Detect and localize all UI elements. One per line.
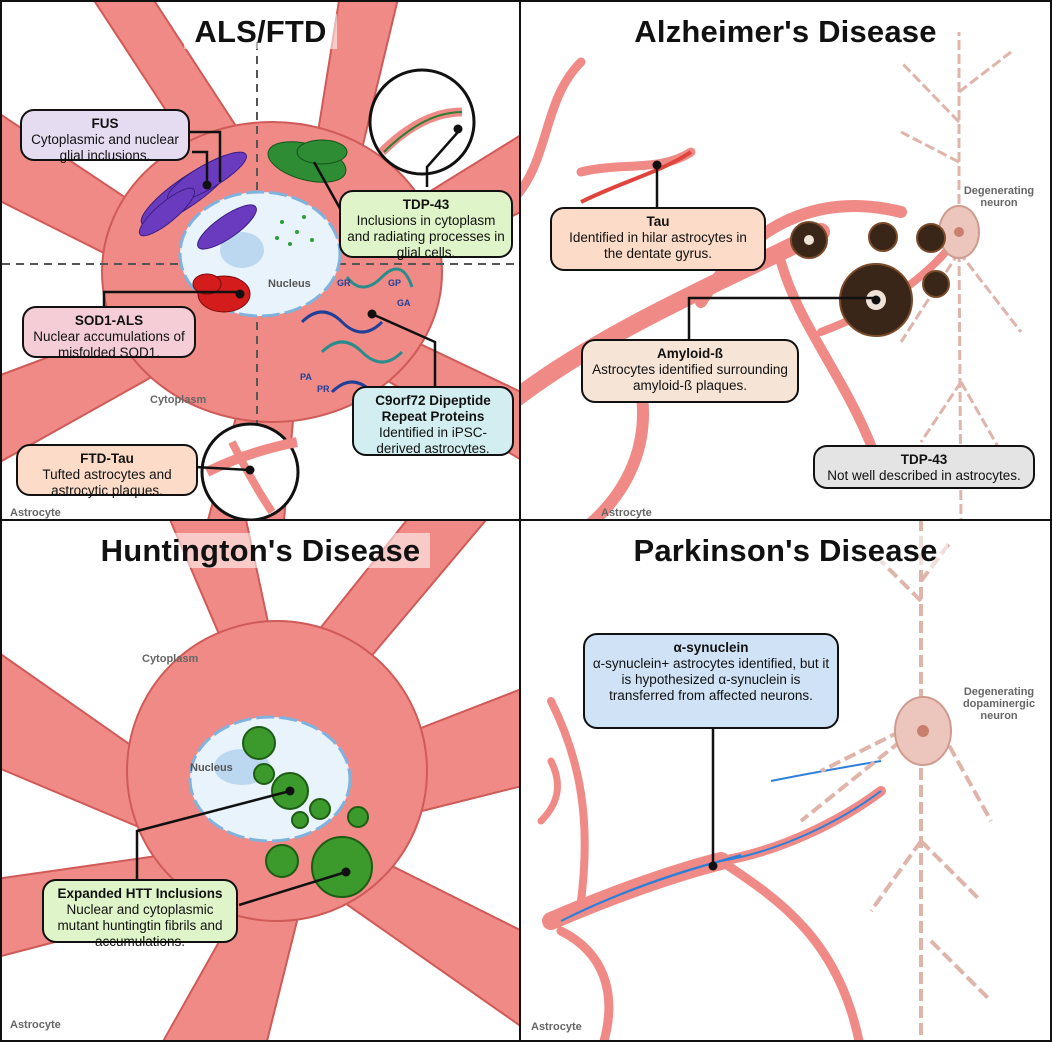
astrocyte-process	[556, 926, 614, 1040]
c9orf72-heading: C9orf72 Dipeptide Repeat Proteins	[375, 393, 491, 424]
astrocyte-process	[547, 697, 589, 905]
synuclein-heading: α-synuclein	[673, 640, 749, 655]
dpr-label: PA	[300, 372, 312, 382]
c9orf72-body: Identified in iPSC-derived astrocytes.	[376, 425, 490, 456]
sod1-heading: SOD1-ALS	[74, 313, 144, 328]
tau-heading: Tau	[646, 214, 670, 229]
nucleus-label: Nucleus	[190, 762, 233, 774]
tdp43-box: TDP-43 Inclusions in cytoplasm and radia…	[339, 190, 513, 260]
tdp43-body: Not well described in astrocytes.	[827, 468, 1021, 483]
pd-illustration	[537, 521, 993, 1040]
dpr-label: GR	[337, 278, 351, 288]
dpr-label: GP	[388, 278, 402, 288]
panel-title: ALS/FTD	[184, 14, 337, 49]
amyloid-box: Amyloid-ß Astrocytes identified surround…	[581, 339, 799, 403]
tau-box: Tau Identified in hilar astrocytes in th…	[550, 207, 766, 271]
panel-parkinsons: Parkinson's Disease Degenerating dopamin…	[519, 519, 1052, 1042]
cytoplasm-label: Cytoplasm	[142, 653, 199, 665]
amyloid-body: Astrocytes identified surrounding amyloi…	[592, 362, 788, 393]
astrocyte-process	[716, 856, 864, 1040]
htt-heading: Expanded HTT Inclusions	[57, 886, 223, 901]
alz-illustration	[521, 32, 1023, 519]
synuclein-body: α-synuclein+ astrocytes identified, but …	[592, 656, 830, 703]
hd-astrocyte-illustration	[2, 521, 519, 1040]
astrocyte-process	[695, 200, 907, 308]
dpr-label: PR	[317, 384, 330, 394]
astrocyte-label: Astrocyte	[10, 1019, 61, 1031]
astrocyte-label: Astrocyte	[601, 507, 652, 519]
astrocyte-process	[542, 852, 730, 930]
tdp43-heading: TDP-43	[402, 197, 450, 212]
htt-box: Expanded HTT Inclusions Nuclear and cyto…	[42, 879, 238, 949]
fus-heading: FUS	[91, 116, 119, 131]
astrocyte-process	[537, 757, 562, 825]
htt-body: Nuclear and cytoplasmic mutant huntingti…	[57, 902, 223, 949]
panel-title: Parkinson's Disease	[623, 533, 948, 568]
panel-alzheimers: Alzheimer's Disease Degenerating neuron …	[519, 0, 1052, 521]
panel-title: Alzheimer's Disease	[624, 14, 947, 49]
panel-huntingtons: Huntington's Disease Nucleus Cytoplasm A…	[0, 519, 521, 1042]
dpr-label: GA	[397, 298, 411, 308]
tdp43-body: Inclusions in cytoplasm and radiating pr…	[347, 213, 505, 260]
ftd-tau-body: Tufted astrocytes and astrocytic plaques…	[42, 467, 172, 498]
amyloid-heading: Amyloid-ß	[657, 346, 723, 361]
neuron-label: Degenerating dopaminergic neuron	[962, 686, 1036, 722]
ftd-tau-box: FTD-Tau Tufted astrocytes and astrocytic…	[16, 444, 198, 498]
tdp43-heading: TDP-43	[900, 452, 948, 467]
astrocyte-process	[716, 786, 886, 866]
c9orf72-box: C9orf72 Dipeptide Repeat Proteins Identi…	[352, 386, 514, 456]
sod1-box: SOD1-ALS Nuclear accumulations of misfol…	[22, 306, 196, 360]
amyloid-plaques	[790, 221, 950, 337]
tdp43-box: TDP-43 Not well described in astrocytes.	[813, 445, 1035, 489]
fus-body: Cytoplasmic and nuclear glial inclusions…	[31, 132, 179, 163]
panel-title: Huntington's Disease	[90, 533, 431, 568]
neuron-label: Degenerating neuron	[963, 185, 1035, 209]
tdp43-aggregates	[267, 139, 348, 183]
sod1-aggregate	[192, 273, 251, 313]
htt-inclusions	[242, 726, 373, 898]
synuclein-box: α-synuclein α-synuclein+ astrocytes iden…	[583, 633, 839, 729]
astrocyte-process	[521, 223, 830, 406]
panel-als-ftd: ALS/FTD Nucleus Cytoplasm Astrocyte GR G…	[0, 0, 521, 521]
tau-body: Identified in hilar astrocytes in the de…	[569, 230, 747, 261]
fus-box: FUS Cytoplasmic and nuclear glial inclus…	[20, 109, 190, 163]
cytoplasm-label: Cytoplasm	[150, 394, 207, 406]
astrocyte-process	[776, 257, 886, 477]
nucleus-label: Nucleus	[268, 278, 311, 290]
astrocyte-process	[521, 57, 586, 198]
ftd-tau-heading: FTD-Tau	[80, 451, 134, 466]
tdp43-dots	[275, 215, 314, 246]
astrocyte-label: Astrocyte	[531, 1021, 582, 1033]
astrocyte-label: Astrocyte	[10, 507, 61, 519]
sod1-body: Nuclear accumulations of misfolded SOD1.	[33, 329, 185, 360]
